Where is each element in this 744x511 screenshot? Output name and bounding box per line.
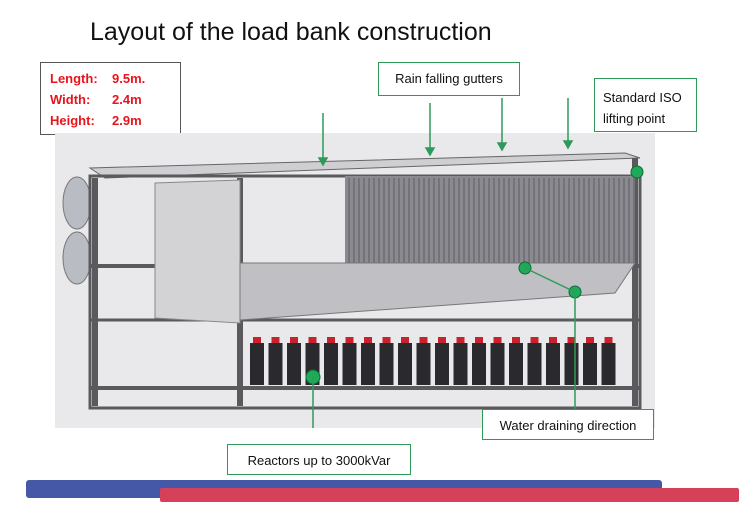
reactor-unit — [435, 343, 449, 385]
reactor-unit — [583, 343, 597, 385]
load-bank-illustration — [55, 98, 655, 428]
reactor-cap — [308, 337, 317, 343]
reactor-row — [250, 337, 616, 385]
perforated-shelf — [239, 262, 636, 321]
dimension-label: Width: — [50, 92, 91, 107]
reactor-unit — [250, 343, 264, 385]
reactor-unit — [490, 343, 505, 385]
rain-gutters-callout: Rain falling gutters — [378, 62, 520, 96]
reactor-unit — [287, 343, 301, 385]
reactor-cap — [567, 337, 576, 343]
reactor-cap — [327, 337, 335, 343]
reactor-cap — [604, 337, 613, 343]
dimension-value: 9.5m. — [112, 71, 146, 86]
gutter-arrows — [317, 98, 574, 167]
reactor-cap — [401, 337, 409, 343]
reactor-unit — [342, 343, 357, 385]
reactor-cap — [456, 337, 465, 343]
reactor-unit — [268, 343, 283, 385]
callout-connectors — [312, 267, 576, 428]
cooling-cylinders — [62, 176, 92, 285]
reactor-unit — [361, 343, 375, 385]
reactor-unit — [601, 343, 616, 385]
reactor-unit — [472, 343, 486, 385]
reactor-cap — [271, 337, 280, 343]
reactor-unit — [564, 343, 579, 385]
iso-lifting-point-callout: Standard ISO lifting point — [594, 78, 697, 132]
dimension-label: Length: — [50, 71, 98, 86]
reactor-cap — [512, 337, 520, 343]
side-panel — [154, 179, 241, 324]
reactor-cap — [438, 337, 446, 343]
page-title: Layout of the load bank construction — [90, 18, 492, 46]
iso-lifting-point-marker — [630, 165, 644, 179]
dimension-value: 2.4m — [112, 92, 142, 107]
dimension-value: 2.9m — [112, 113, 142, 128]
dimension-width: Width: 2.4m — [50, 89, 180, 110]
dimensions-box: Length: 9.5m. Width: 2.4m Height: 2.9m — [40, 62, 181, 135]
water-draining-callout: Water draining direction — [482, 409, 654, 440]
reactor-cap — [253, 337, 261, 343]
reactor-unit — [546, 343, 560, 385]
footer-bar-red — [160, 488, 739, 502]
reactor-cap — [364, 337, 372, 343]
reactor-cap — [530, 337, 539, 343]
reactor-cap — [290, 337, 298, 343]
reactor-cap — [382, 337, 391, 343]
iso-callout-line2: lifting point — [603, 111, 666, 126]
reactor-cap — [549, 337, 557, 343]
louver-panel — [345, 176, 635, 264]
reactor-unit — [324, 343, 338, 385]
reactor-cap — [475, 337, 483, 343]
iso-callout-line1: Standard ISO — [603, 90, 682, 105]
dimension-label: Height: — [50, 113, 95, 128]
reactors-callout: Reactors up to 3000kVar — [227, 444, 411, 475]
reactor-unit — [379, 343, 394, 385]
reactor-unit — [416, 343, 431, 385]
reactor-unit — [398, 343, 412, 385]
reactor-cap — [419, 337, 428, 343]
reactor-cap — [493, 337, 502, 343]
reactor-cap — [586, 337, 594, 343]
dimension-height: Height: 2.9m — [50, 110, 180, 131]
reactor-unit — [453, 343, 468, 385]
reactor-unit — [527, 343, 542, 385]
reactor-cap — [345, 337, 354, 343]
reactor-unit — [509, 343, 523, 385]
dimension-length: Length: 9.5m. — [50, 68, 180, 89]
